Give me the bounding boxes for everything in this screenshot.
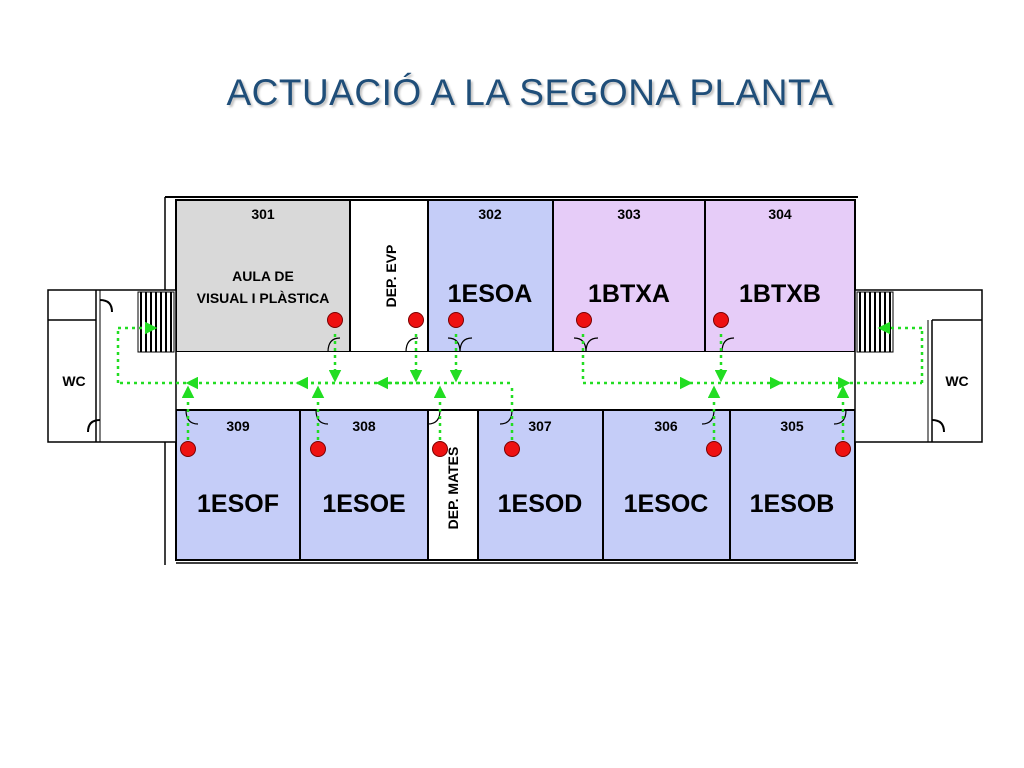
room-301	[175, 199, 351, 353]
page-title: ACTUACIÓ A LA SEGONA PLANTA	[226, 72, 834, 113]
red-marker-icon	[713, 312, 729, 328]
room-304	[704, 199, 856, 353]
room-303-code: 1BTXA	[588, 280, 670, 308]
door-icon	[833, 409, 847, 425]
door-icon	[499, 409, 513, 425]
room-305-code: 1ESOB	[750, 490, 835, 518]
door-icon	[405, 337, 419, 353]
room-303	[552, 199, 706, 353]
red-marker-icon	[504, 441, 520, 457]
room-306-number: 306	[654, 418, 678, 434]
room-308	[299, 409, 429, 561]
red-marker-icon	[180, 441, 196, 457]
red-marker-icon	[327, 312, 343, 328]
door-icon	[931, 419, 945, 433]
door-icon	[701, 409, 715, 425]
red-marker-icon	[310, 441, 326, 457]
room-302-number: 302	[478, 206, 502, 222]
red-marker-icon	[706, 441, 722, 457]
evacuation-routes	[116, 321, 924, 440]
red-marker-icon	[576, 312, 592, 328]
room-301-number: 301	[251, 206, 275, 222]
room-306-code: 1ESOC	[624, 490, 709, 518]
room-308-code: 1ESOE	[322, 490, 405, 518]
left-wing	[47, 289, 177, 443]
stairs-icon	[856, 291, 894, 353]
room-307	[477, 409, 604, 561]
right-wing	[854, 289, 983, 443]
wc-right-label: WC	[945, 373, 968, 389]
room-309	[175, 409, 301, 561]
room-307-number: 307	[528, 418, 552, 434]
room-304-code: 1BTXB	[739, 280, 821, 308]
room-302	[427, 199, 554, 353]
dep-mates-label: DEP. MATES	[445, 447, 461, 530]
room-303-number: 303	[617, 206, 641, 222]
room-305	[729, 409, 856, 561]
red-marker-icon	[408, 312, 424, 328]
red-marker-icon	[835, 441, 851, 457]
room-307-code: 1ESOD	[498, 490, 583, 518]
room-309-code: 1ESOF	[197, 490, 279, 518]
room-308-number: 308	[352, 418, 376, 434]
wc-left-label: WC	[62, 373, 85, 389]
door-icon	[87, 419, 101, 433]
dep-evp-label: DEP. EVP	[383, 245, 399, 308]
doors-bottom	[185, 409, 847, 425]
stairs-icon	[137, 291, 175, 353]
room-dep-mates	[427, 409, 479, 561]
door-icon	[315, 409, 329, 425]
red-marker-icon	[448, 312, 464, 328]
room-304-number: 304	[768, 206, 792, 222]
room-305-number: 305	[780, 418, 804, 434]
room-302-code: 1ESOA	[448, 280, 533, 308]
room-301-name-line2: VISUAL I PLÀSTICA	[197, 290, 330, 306]
room-306	[602, 409, 731, 561]
door-icon	[99, 299, 113, 313]
red-marker-icon	[432, 441, 448, 457]
room-301-name-line1: AULA DE	[232, 268, 294, 284]
door-icon	[185, 409, 199, 425]
door-icon	[427, 409, 441, 425]
corridor	[176, 352, 855, 410]
red-markers	[180, 312, 851, 457]
room-309-number: 309	[226, 418, 250, 434]
door-icon	[327, 337, 341, 353]
